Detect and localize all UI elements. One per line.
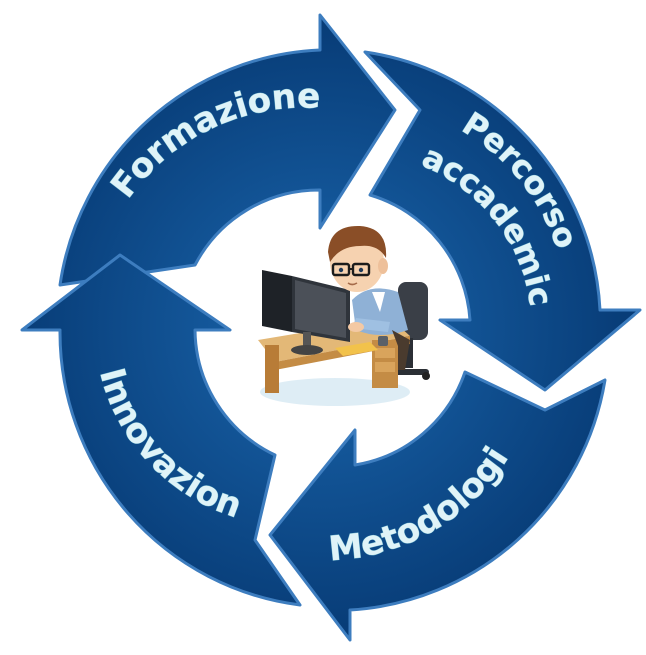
keyboard — [335, 342, 378, 356]
mug — [378, 336, 388, 346]
person-at-computer-illustration — [246, 225, 430, 422]
arrow-segment-metodologie — [268, 370, 607, 642]
person-avatar — [328, 225, 410, 370]
arrow-segment-formazione — [58, 13, 397, 287]
arrow-segment-percorso-accademico — [363, 50, 642, 392]
computer-monitor-icon — [262, 270, 350, 355]
arrow-segment-innovazione — [20, 253, 302, 607]
